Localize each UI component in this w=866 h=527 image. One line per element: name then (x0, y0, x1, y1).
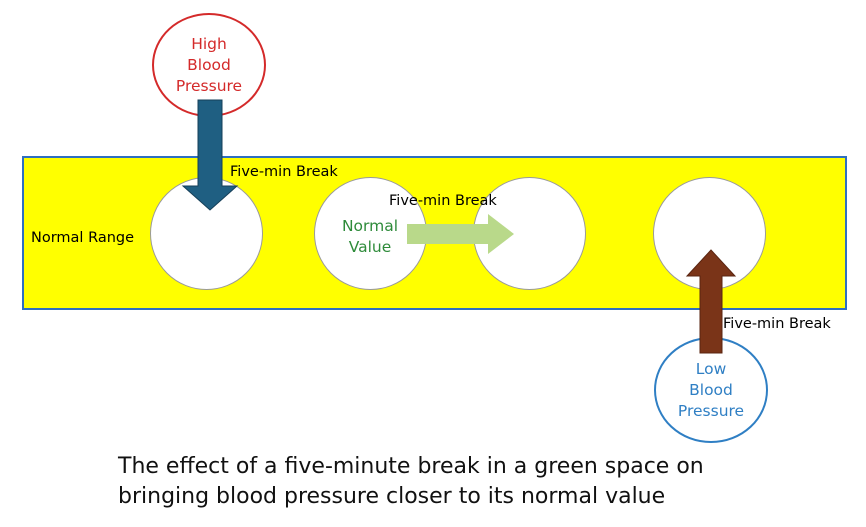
five-min-break-label-3: Five-min Break (723, 316, 831, 332)
low-blood-pressure-circle: Low Blood Pressure (654, 337, 768, 443)
caption: The effect of a five-minute break in a g… (118, 454, 704, 509)
right-arrow (407, 214, 514, 254)
five-min-break-label-1: Five-min Break (230, 164, 338, 180)
up-arrow (685, 249, 737, 354)
normal-value-label: Normal Value (341, 217, 399, 256)
normal-range-label: Normal Range (31, 230, 135, 246)
down-arrow (181, 99, 239, 211)
five-min-break-label-2: Five-min Break (389, 193, 497, 209)
low-blood-pressure-label: Low Blood Pressure (677, 359, 745, 420)
high-blood-pressure-label: High Blood Pressure (175, 34, 243, 95)
